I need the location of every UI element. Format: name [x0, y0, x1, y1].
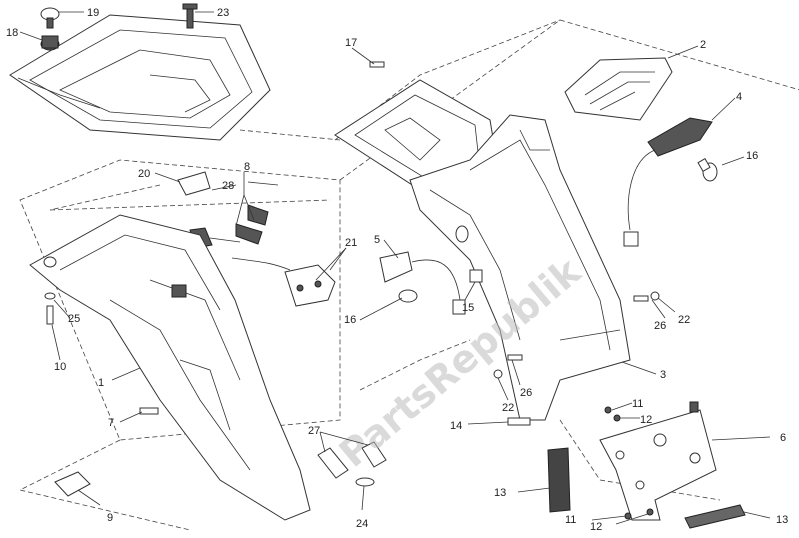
- callout-12-top: 12: [640, 414, 652, 426]
- spacer-18: [40, 35, 60, 51]
- callout-24: 24: [356, 518, 368, 530]
- screw-7: [139, 407, 159, 415]
- reflector-13-left: [547, 447, 571, 513]
- callout-5: 5: [374, 234, 380, 246]
- callout-13-left: 13: [494, 487, 506, 499]
- callout-11-top: 11: [632, 398, 643, 410]
- callout-4: 4: [736, 91, 742, 103]
- callout-22-right: 22: [678, 314, 690, 326]
- bolt-23: [182, 3, 198, 29]
- turn-signal: [623, 117, 713, 247]
- callout-25: 25: [68, 313, 80, 325]
- rear-rack-plate: [9, 14, 271, 141]
- callout-6: 6: [780, 432, 786, 444]
- tail-light: [564, 57, 673, 121]
- license-light-harness: [379, 251, 483, 315]
- bolt-19: [40, 7, 60, 29]
- callout-12-bottom: 12: [590, 521, 602, 533]
- callout-27: 27: [308, 425, 320, 437]
- screw-14: [507, 417, 531, 426]
- callout-10: 10: [54, 361, 66, 373]
- callout-16-center: 16: [344, 314, 356, 326]
- brackets-27: [317, 441, 387, 487]
- callout-26-center: 26: [520, 387, 532, 399]
- cap-9: [54, 471, 91, 497]
- callout-2: 2: [700, 39, 706, 51]
- reflector-13-right: [684, 504, 746, 529]
- callout-18: 18: [6, 27, 18, 39]
- rear-undertray: [29, 214, 311, 521]
- callout-15: 15: [462, 302, 474, 314]
- callout-11-bottom: 11: [565, 514, 576, 526]
- callout-22-center: 22: [502, 402, 514, 414]
- washer-25: [44, 292, 56, 300]
- callout-26-right: 26: [654, 320, 666, 332]
- callout-16-right: 16: [746, 150, 758, 162]
- callout-21: 21: [345, 237, 357, 249]
- callout-1: 1: [98, 377, 104, 389]
- callout-20: 20: [138, 168, 150, 180]
- callout-23: 23: [217, 7, 229, 19]
- callout-17: 17: [345, 37, 357, 49]
- small-fasteners: [369, 61, 660, 520]
- plate-holder-bracket: [599, 401, 717, 521]
- callout-leaders: [19, 11, 771, 525]
- callout-19: 19: [87, 7, 99, 19]
- callout-3: 3: [660, 369, 666, 381]
- bulb-16-right: [697, 157, 718, 182]
- seat-lock-assembly: [177, 171, 279, 249]
- screw-10: [46, 305, 54, 325]
- callout-14: 14: [450, 420, 462, 432]
- seat-latch: [231, 257, 336, 307]
- callout-13-right: 13: [776, 514, 788, 526]
- callout-labels: 19 23 18 17 2 4 16 20 8 28 5 21 25 15 16…: [6, 7, 788, 533]
- callout-8: 8: [244, 161, 250, 173]
- callout-9: 9: [107, 512, 113, 524]
- callout-28: 28: [222, 180, 234, 192]
- callout-7: 7: [108, 417, 114, 429]
